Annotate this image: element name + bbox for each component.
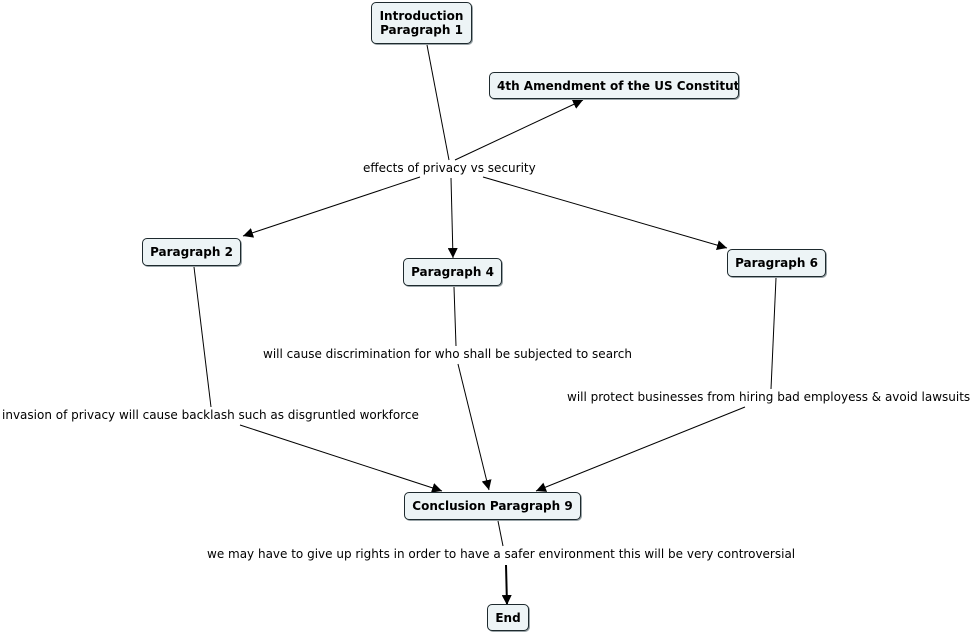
connector-intro-to-effects xyxy=(426,44,450,161)
connector-rights-to-end xyxy=(501,564,512,606)
link-label-rights: we may have to give up rights in order t… xyxy=(207,547,800,561)
connector-paragraph-4-to-discrimination xyxy=(453,286,457,347)
connector-protect-to-conclusion xyxy=(535,406,746,492)
connector-paragraph-2-to-invasion xyxy=(193,266,212,408)
node-paragraph-6[interactable]: Paragraph 6 xyxy=(727,249,826,277)
link-label-protect: will protect businesses from hiring bad … xyxy=(567,390,974,404)
connector-discrimination-to-conclusion xyxy=(457,363,492,491)
connector-effects-to-paragraph-4 xyxy=(447,177,458,259)
connector-effects-to-paragraph-2 xyxy=(242,176,421,238)
connector-effects-to-amendment xyxy=(454,99,584,161)
node-paragraph-4-label: Paragraph 4 xyxy=(411,265,494,279)
connector-conclusion-to-rights xyxy=(497,520,504,547)
link-label-discrimination: will cause discrimination for who shall … xyxy=(263,347,653,361)
node-conclusion-label: Conclusion Paragraph 9 xyxy=(412,499,573,513)
node-paragraph-2[interactable]: Paragraph 2 xyxy=(142,238,241,266)
node-introduction-line-1: Introduction xyxy=(379,9,464,23)
node-paragraph-4[interactable]: Paragraph 4 xyxy=(403,258,502,286)
node-paragraph-6-label: Paragraph 6 xyxy=(735,256,818,270)
node-conclusion-paragraph-9[interactable]: Conclusion Paragraph 9 xyxy=(404,492,581,520)
node-4th-amendment[interactable]: 4th Amendment of the US Constitution xyxy=(489,72,739,99)
link-label-invasion: invasion of privacy will cause backlash … xyxy=(2,408,421,422)
node-end-label: End xyxy=(495,610,521,625)
node-paragraph-2-label: Paragraph 2 xyxy=(150,245,233,259)
node-4th-amendment-label: 4th Amendment of the US Constitution xyxy=(497,78,739,93)
node-introduction-paragraph-1[interactable]: Introduction Paragraph 1 xyxy=(371,2,472,44)
connector-invasion-to-conclusion xyxy=(239,424,443,493)
link-label-effects: effects of privacy vs security xyxy=(363,161,538,175)
connector-effects-to-paragraph-6 xyxy=(482,176,728,251)
node-introduction-line-2: Paragraph 1 xyxy=(380,23,463,37)
node-end[interactable]: End xyxy=(487,604,529,631)
connector-paragraph-6-to-protect xyxy=(770,277,777,390)
